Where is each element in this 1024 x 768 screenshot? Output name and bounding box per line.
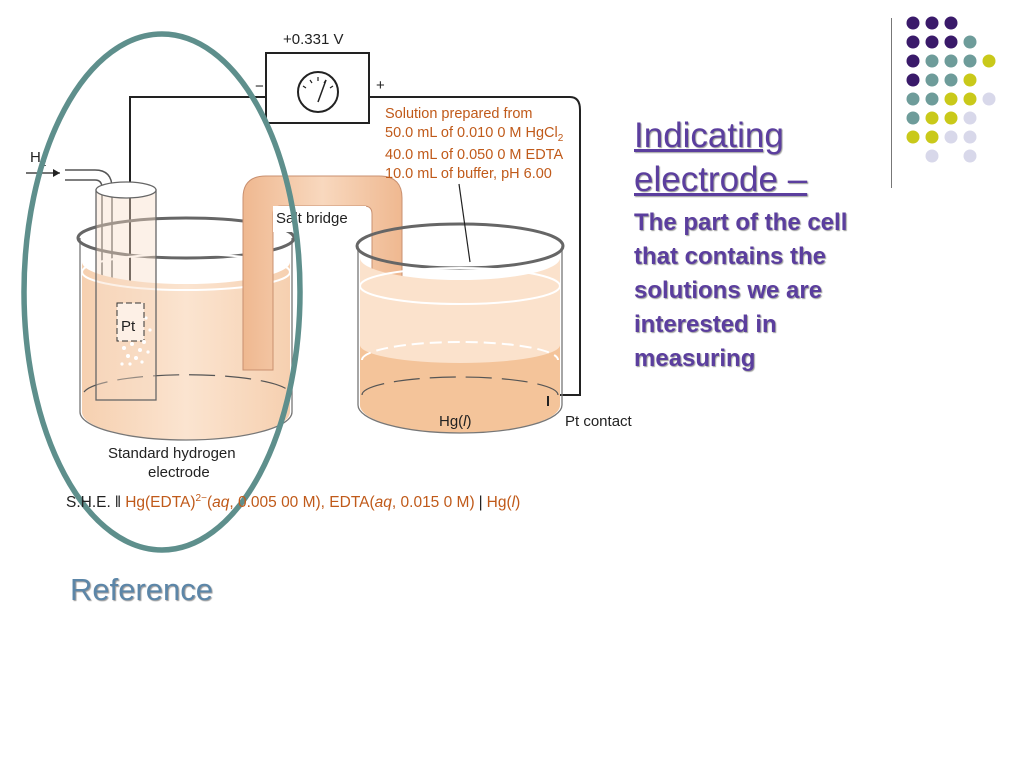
decor-dot <box>906 16 920 30</box>
double-bar: ‖ <box>114 494 122 512</box>
decor-dot <box>925 149 939 163</box>
complex-formula: Hg(EDTA)2−(aq, 0.005 00 M), EDTA(aq, 0.0… <box>125 493 475 512</box>
mercury-pool <box>360 345 560 433</box>
decor-dot <box>925 111 939 125</box>
solution-label-line-1: Solution prepared from <box>385 106 533 122</box>
decor-dot <box>944 35 958 49</box>
single-bar: | <box>478 494 483 512</box>
decor-dot <box>982 92 996 106</box>
pt-label: Pt <box>121 318 136 335</box>
salt-bridge-label: Salt bridge <box>276 210 348 227</box>
decor-dot <box>906 92 920 106</box>
decor-divider-line <box>891 18 892 188</box>
voltmeter-dial <box>297 71 339 113</box>
slide-title: Indicating electrode – <box>634 116 808 199</box>
decor-dot <box>925 16 939 30</box>
decor-dot <box>906 73 920 87</box>
voltmeter-needle <box>317 79 327 103</box>
reference-label: Reference <box>70 572 214 607</box>
decor-dot <box>944 16 958 30</box>
solution-label-line-3: 40.0 mL of 0.050 0 M EDTA <box>385 147 563 163</box>
slide-subtitle: The part of the cell that contains the s… <box>634 209 848 372</box>
h2-arrowhead <box>53 169 60 177</box>
decor-dot <box>963 149 977 163</box>
cell-notation: S.H.E.‖Hg(EDTA)2−(aq, 0.005 00 M), EDTA(… <box>66 493 520 512</box>
she-bottom-dash <box>83 374 291 393</box>
she-inner-tube <box>95 189 157 401</box>
pt-electrode <box>116 302 145 342</box>
solution-label-line-4: 10.0 mL of buffer, pH 6.00 <box>385 166 552 182</box>
she-beaker-rim <box>76 216 296 260</box>
mercury-notation: Hg(l) <box>486 494 521 512</box>
hydrogen-bubbles <box>120 316 152 366</box>
voltmeter-ticks <box>302 77 334 89</box>
decor-dot <box>963 73 977 87</box>
salt-bridge-label-bg <box>273 206 366 232</box>
she-inner-tube-top <box>95 181 157 199</box>
decor-dot <box>906 54 920 68</box>
mercury-label: Hg(l) <box>439 413 472 430</box>
she-label-line-2: electrode <box>148 464 210 481</box>
decor-dot <box>906 111 920 125</box>
decor-dot <box>906 130 920 144</box>
decor-dot <box>963 92 977 106</box>
she-abbrev: S.H.E. <box>66 494 111 512</box>
decor-dot <box>925 92 939 106</box>
voltage-reading: +0.331 V <box>283 31 343 48</box>
pt-contact-label: Pt contact <box>565 413 633 430</box>
she-solution-surface <box>81 253 291 291</box>
decor-dot <box>925 73 939 87</box>
decor-dot <box>944 130 958 144</box>
solution-label-line-2: 50.0 mL of 0.010 0 M HgCl2 <box>385 125 564 144</box>
decor-dot <box>925 130 939 144</box>
decor-dot <box>963 111 977 125</box>
decor-dot <box>906 35 920 49</box>
she-label-line-1: Standard hydrogen <box>108 445 236 462</box>
reference-highlight-ellipse <box>21 31 303 553</box>
mercury-surface-dash <box>361 341 559 361</box>
solution-pointer <box>458 183 471 263</box>
decor-dot <box>963 130 977 144</box>
decor-dot <box>944 111 958 125</box>
indicating-bottom-dash <box>361 376 559 396</box>
decor-dot <box>944 54 958 68</box>
indicating-beaker-outline <box>357 246 563 434</box>
electrochemical-cell-diagram: +0.331 V − + H2 Pt Salt bridge Solution … <box>21 31 633 553</box>
decor-dot <box>944 92 958 106</box>
decor-dot <box>944 73 958 87</box>
decor-dot <box>925 35 939 49</box>
decor-dot <box>963 54 977 68</box>
plus-terminal: + <box>376 77 385 94</box>
decor-dot <box>963 35 977 49</box>
decor-dot <box>925 54 939 68</box>
minus-terminal: − <box>255 78 264 95</box>
wire-right <box>364 80 581 396</box>
indicating-solution-surface <box>359 267 561 305</box>
decorative-dot-grid <box>906 16 996 163</box>
decor-dot <box>982 54 996 68</box>
